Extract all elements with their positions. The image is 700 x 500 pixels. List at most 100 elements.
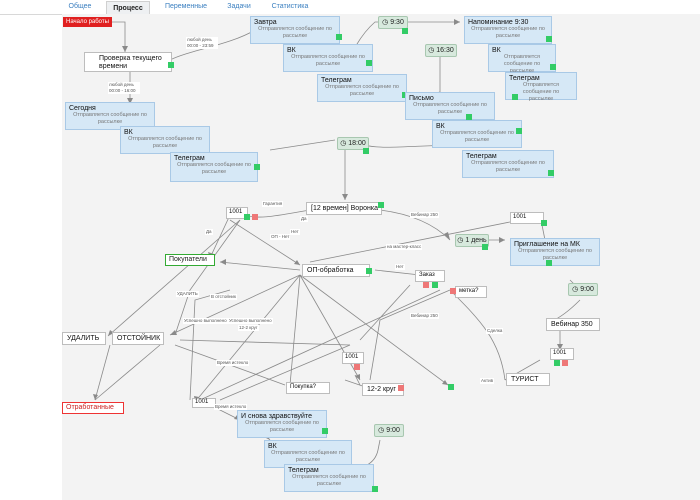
port-out[interactable] (363, 148, 369, 154)
node-mark-label: метка? (459, 288, 479, 294)
port-no[interactable] (252, 214, 258, 220)
node-vk-3[interactable]: ВК Отправляется сообщение по рассылке (432, 120, 522, 148)
port-yes[interactable] (554, 360, 560, 366)
node-time-1800[interactable]: ◷ 18:00 (337, 137, 369, 150)
tab-general[interactable]: Общее (68, 3, 92, 10)
port-no[interactable] (450, 288, 456, 294)
node-telegram-4[interactable]: Телеграм Отправляется сообщение по рассы… (170, 152, 258, 182)
port-out[interactable] (548, 170, 554, 176)
node-letter[interactable]: Письмо Отправляется сообщение по рассылк… (405, 92, 495, 120)
node-delete[interactable]: УДАЛИТЬ (62, 332, 106, 345)
node-order-label: Заказ (419, 272, 435, 278)
node-op[interactable]: ОП-обработка (302, 264, 370, 277)
node-time-900-2-label: 9:00 (386, 427, 400, 434)
node-reject[interactable]: ОТСТОЙНИК (112, 332, 164, 345)
node-today-subtitle: Отправляется сообщение по рассылке (73, 112, 147, 125)
node-webinar[interactable]: Вебинар 350 (546, 318, 600, 331)
node-round-label: 12-2 круг (367, 386, 396, 393)
node-funnel-label: [12 времен] Воронка (311, 205, 378, 212)
port-no[interactable] (562, 360, 568, 366)
edge-label-master: на мастер-класс (386, 244, 423, 250)
port-out[interactable] (550, 64, 556, 70)
node-filter-1001-5[interactable]: 1001 (192, 398, 216, 408)
node-delete-label: УДАЛИТЬ (67, 335, 100, 342)
node-purchase[interactable]: Покупка? (286, 382, 330, 394)
port-out[interactable] (516, 128, 522, 134)
node-mark[interactable]: метка? (455, 286, 487, 298)
port-out[interactable] (336, 34, 342, 40)
node-time-900-2[interactable]: ◷ 9:00 (374, 424, 404, 437)
node-telegram-3[interactable]: Телеграм Отправляется сообщение по рассы… (462, 150, 554, 178)
port-yes[interactable] (432, 282, 438, 288)
edge-label-success: Успешно выполнено (183, 318, 228, 324)
port-no[interactable] (354, 364, 360, 370)
port-out[interactable] (366, 60, 372, 66)
node-filter-1001-2[interactable]: 1001 (510, 212, 544, 224)
port-yes[interactable] (541, 220, 547, 226)
port-out[interactable] (378, 202, 384, 208)
start-node[interactable]: Начало работы (63, 17, 112, 27)
node-time-930-label: 9:30 (390, 19, 404, 26)
node-webinar-label: Вебинар 350 (551, 321, 593, 328)
node-time-1630[interactable]: ◷ 16:30 (425, 44, 457, 57)
tab-statistics[interactable]: Статистика (271, 3, 309, 10)
node-order[interactable]: Заказ (415, 270, 445, 282)
node-funnel[interactable]: [12 времен] Воронка (306, 202, 382, 215)
node-day-1[interactable]: ◷ 1 день (455, 234, 489, 247)
port-yes[interactable] (244, 214, 250, 220)
node-vk-5-label: ВК (268, 443, 277, 450)
node-check-time[interactable]: Проверка текущего времени (84, 52, 172, 72)
node-time-900-label: 9:00 (580, 286, 594, 293)
node-time-1630-label: 16:30 (436, 47, 454, 54)
node-today[interactable]: Сегодня Отправляется сообщение по рассыл… (65, 102, 155, 130)
node-buyers[interactable]: Покупатели (165, 254, 215, 266)
node-telegram-2-subtitle: Отправляется сообщение по рассылке (522, 82, 560, 102)
node-telegram-4-subtitle: Отправляется сообщение по рассылке (177, 162, 251, 175)
node-today-label: Сегодня (69, 105, 96, 112)
node-processed[interactable]: Отработанные (62, 402, 124, 414)
node-letter-label: Письмо (409, 95, 434, 102)
edge-label-op-no: ОП - Нет (270, 234, 291, 240)
port-no[interactable] (423, 282, 429, 288)
node-vk-5[interactable]: ВК Отправляется сообщение по рассылке (264, 440, 352, 468)
node-telegram-5-label: Телеграм (288, 467, 319, 474)
node-invite[interactable]: Приглашение на МК Отправляется сообщение… (510, 238, 600, 266)
port-out[interactable] (322, 428, 328, 434)
tab-variables[interactable]: Переменные (164, 3, 208, 10)
port-out[interactable] (482, 244, 488, 250)
port-in[interactable] (448, 384, 454, 390)
node-time-900[interactable]: ◷ 9:00 (568, 283, 598, 296)
node-reminder[interactable]: Напоминание 9:30 Отправляется сообщение … (464, 16, 552, 44)
port-out[interactable] (546, 36, 552, 42)
node-filter-1001-3[interactable]: 1001 (550, 348, 574, 360)
port-out[interactable] (254, 164, 260, 170)
node-time-930[interactable]: ◷ 9:30 (378, 16, 408, 29)
tab-process[interactable]: Процесс (106, 1, 150, 15)
node-vk-2[interactable]: ВК Отправляется сообщение по рассылке (488, 44, 556, 74)
edge-label-reject: В отстойник (210, 294, 237, 300)
port-out[interactable] (168, 62, 174, 68)
node-again[interactable]: И снова здравствуйте Отправляется сообще… (237, 410, 327, 438)
node-filter-1001-4[interactable]: 1001 (342, 352, 364, 364)
node-tourist[interactable]: ТУРИСТ (506, 373, 550, 386)
edge-label-time-end: Время истекло (214, 404, 248, 410)
node-again-subtitle: Отправляется сообщение по рассылке (245, 420, 319, 433)
port-out[interactable] (366, 268, 372, 274)
port-out[interactable] (466, 114, 472, 120)
tab-bar: Общее Процесс Переменные Задачи Статисти… (0, 0, 700, 15)
port-out[interactable] (372, 486, 378, 492)
port-no[interactable] (398, 385, 404, 391)
node-day-1-label: 1 день (465, 237, 487, 244)
node-filter-1001[interactable]: 1001 (226, 207, 248, 219)
port-out[interactable] (512, 94, 518, 100)
node-vk-1[interactable]: ВК Отправляется сообщение по рассылке (283, 44, 373, 72)
port-out[interactable] (546, 260, 552, 266)
tab-tasks[interactable]: Задачи (227, 3, 251, 10)
node-vk-4[interactable]: ВК Отправляется сообщение по рассылке (120, 126, 210, 154)
edge-label-any-day: любой день 00:00 - 16:00 (108, 82, 140, 94)
port-out[interactable] (402, 28, 408, 34)
node-telegram-5[interactable]: Телеграм Отправляется сообщение по рассы… (284, 464, 374, 492)
node-round[interactable]: 12-2 круг (362, 383, 404, 396)
node-tomorrow[interactable]: Завтра Отправляется сообщение по рассылк… (250, 16, 340, 44)
node-telegram-1[interactable]: Телеграм Отправляется сообщение по рассы… (317, 74, 407, 102)
